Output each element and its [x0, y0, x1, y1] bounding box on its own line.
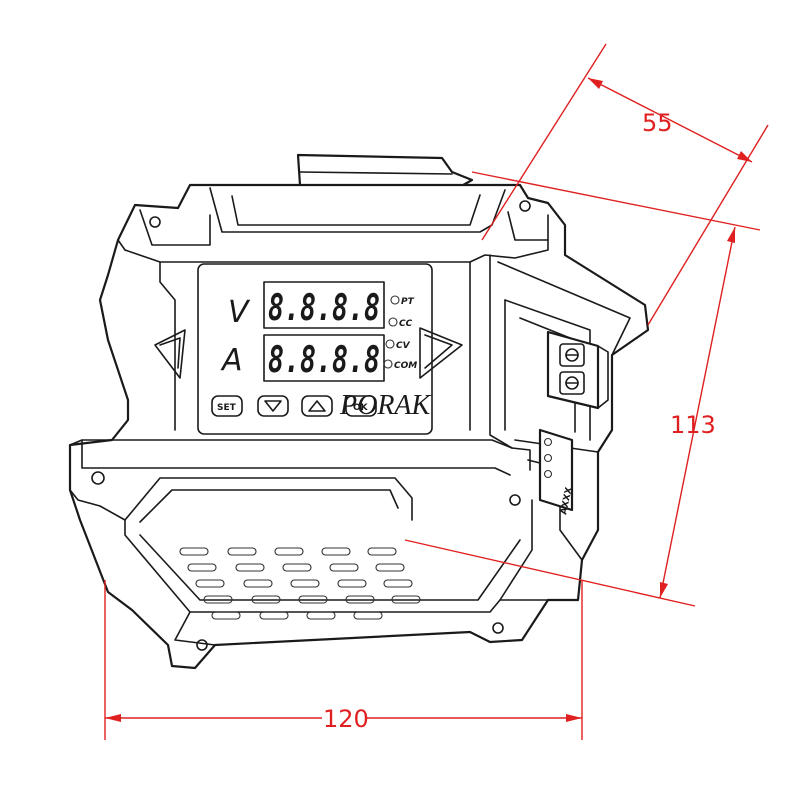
current-readout: 8.8.8.8 [268, 340, 380, 381]
ok-button[interactable]: OK [345, 395, 377, 417]
voltage-readout: 8.8.8.8 [268, 288, 380, 329]
triangle-left-icon [154, 329, 186, 379]
dimension-width: 120 [104, 580, 583, 740]
indicator-com: COM [394, 361, 417, 371]
display-panel: V A 8.8.8.8 8.8.8.8 PT CC CV COM SET [197, 263, 433, 435]
set-button[interactable]: SET [211, 395, 243, 417]
dimension-depth: 55 [481, 43, 769, 326]
vent-slots [179, 547, 421, 620]
current-label: A [220, 343, 243, 378]
voltage-label: V [228, 295, 251, 330]
up-button[interactable] [301, 395, 333, 417]
triangle-up-icon [308, 400, 326, 412]
down-button[interactable] [257, 395, 289, 417]
height-dimension-label: 113 [670, 411, 716, 439]
dimension-height: 113 [404, 171, 761, 607]
screw-terminal-block [546, 330, 609, 410]
device-body [68, 183, 650, 670]
set-button-label: SET [217, 403, 237, 413]
indicator-cv: CV [396, 341, 411, 351]
width-dimension-label: 120 [323, 705, 369, 733]
ok-button-label: OK [353, 403, 369, 413]
indicator-pt: PT [401, 297, 415, 307]
watermark-text: PORAK [339, 390, 432, 421]
signal-connector: AXXX [538, 428, 575, 516]
indicator-cc: CC [399, 319, 413, 329]
triangle-down-icon [264, 400, 282, 412]
indicator-leds: PT CC CV COM [383, 295, 417, 371]
depth-dimension-label: 55 [642, 109, 673, 137]
top-connector [296, 153, 474, 190]
triangle-right-icon [419, 327, 463, 379]
